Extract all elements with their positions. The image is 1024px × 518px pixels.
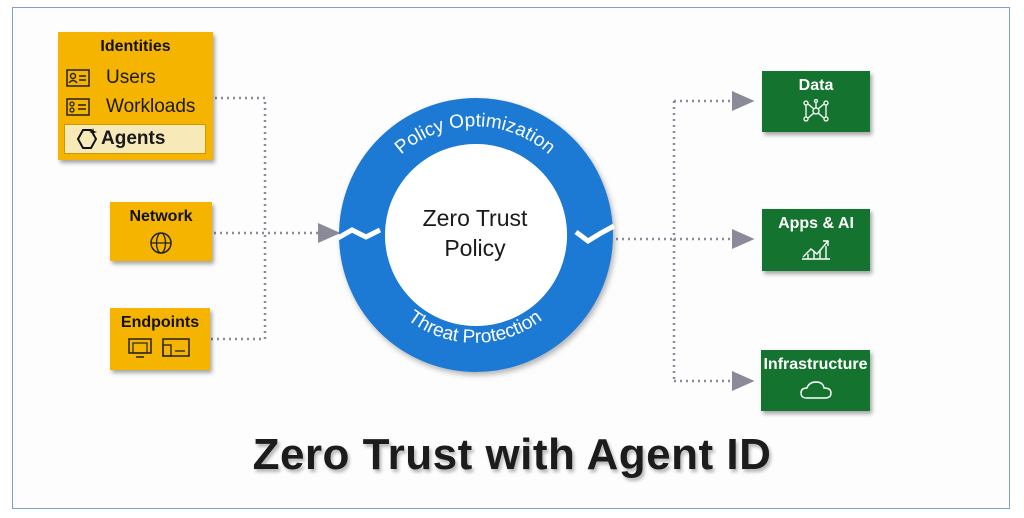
target-apps-box: Apps & AI	[762, 209, 870, 271]
agent-hexagon-icon	[75, 127, 99, 151]
identity-label-agents: Agents	[101, 128, 166, 149]
center-policy-label: Zero Trust Policy	[395, 203, 555, 263]
identity-item-agents: Agents	[64, 124, 206, 154]
target-infra-title: Infrastructure	[763, 356, 868, 373]
identity-item-users: Users	[66, 67, 156, 89]
globe-icon	[110, 231, 212, 260]
target-data-title: Data	[798, 77, 834, 94]
cloud-icon	[761, 380, 870, 405]
data-network-icon	[762, 99, 870, 128]
identity-label-users: Users	[106, 67, 156, 88]
network-box: Network	[110, 202, 212, 261]
target-apps-title: Apps & AI	[778, 215, 854, 232]
id-card-icon	[66, 69, 90, 87]
right-chevron-gap	[574, 223, 616, 245]
workload-icon	[66, 98, 90, 116]
endpoints-title: Endpoints	[120, 314, 200, 331]
chart-growth-icon	[762, 237, 870, 266]
identities-title: Identities	[100, 38, 171, 55]
identities-box: Identities Users Workloads Agents	[58, 32, 213, 160]
endpoints-box: Endpoints	[110, 308, 210, 370]
left-chevron-gap	[336, 227, 382, 241]
center-line-1: Zero Trust	[422, 205, 528, 231]
devices-icon	[110, 337, 210, 364]
ring-inner	[385, 144, 567, 326]
identity-item-workloads: Workloads	[66, 96, 195, 118]
target-infra-box: Infrastructure	[761, 350, 870, 411]
connector-endpoints	[211, 233, 267, 341]
identity-label-workloads: Workloads	[106, 96, 196, 117]
center-line-2: Policy	[444, 235, 506, 261]
target-data-box: Data	[762, 71, 870, 132]
connector-identities	[215, 96, 267, 233]
diagram-title: Zero Trust with Agent ID	[252, 430, 772, 479]
network-title: Network	[129, 208, 193, 225]
